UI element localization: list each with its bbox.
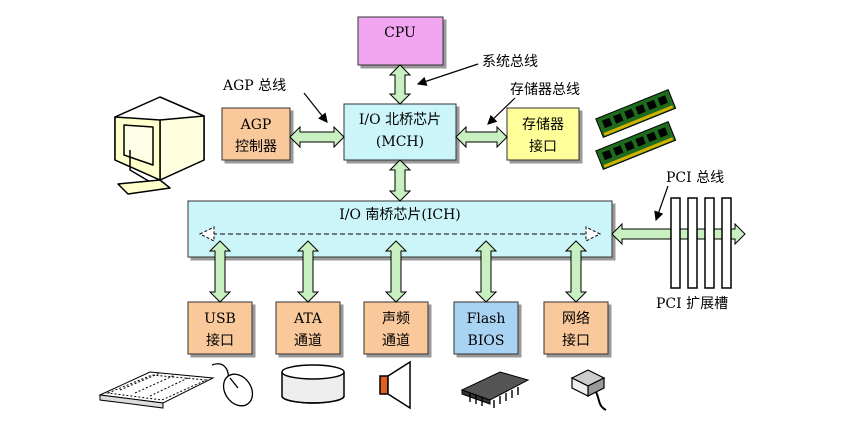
- agp-controller-label: AGP: [240, 117, 272, 133]
- cpu-label: CPU: [384, 25, 416, 41]
- usb-sublabel: 接口: [206, 332, 234, 349]
- north-bridge-box: I/O 北桥芯片 (MCH): [343, 103, 457, 161]
- disk-drive-icon: [281, 364, 345, 404]
- agp-controller-box: AGP 控制器: [221, 107, 291, 161]
- memory-interface-label: 存储器: [522, 117, 564, 133]
- audio-label: 声频: [382, 311, 410, 327]
- system-bus-label: 系统总线: [482, 54, 538, 70]
- pci-slots: [670, 197, 732, 289]
- flash-bios-sublabel: BIOS: [468, 333, 505, 349]
- memory-bus-label: 存储器总线: [510, 82, 580, 98]
- memory-interface-box: 存储器 接口: [506, 107, 580, 161]
- memory-module-icon: [595, 88, 677, 171]
- ata-box: ATA 通道: [275, 301, 341, 355]
- network-connector-icon: [570, 369, 607, 411]
- network-box: 网络 接口: [543, 301, 609, 355]
- agp-bus-label: AGP 总线: [222, 78, 286, 94]
- ich-bios-arrow: [474, 240, 498, 303]
- mch-ich-arrow: [388, 159, 412, 202]
- south-bridge-box: I/O 南桥芯片(ICH): [187, 200, 613, 258]
- pci-slot: [721, 197, 732, 289]
- pci-slot: [670, 197, 681, 289]
- audio-box: 声频 通道: [363, 301, 429, 355]
- ich-audio-arrow: [384, 240, 408, 303]
- network-label: 网络: [562, 311, 590, 327]
- mch-memory-arrow: [455, 125, 508, 149]
- memory-interface-sublabel: 接口: [529, 138, 557, 155]
- mouse-icon: [211, 363, 254, 407]
- pci-slot: [704, 197, 715, 289]
- agp-controller-sublabel: 控制器: [235, 139, 277, 155]
- cpu-mch-arrow: [388, 64, 412, 105]
- chip-icon: [460, 371, 530, 408]
- agp-mch-arrow: [289, 125, 345, 149]
- speaker-icon: [379, 360, 411, 410]
- monitor-icon: [114, 96, 205, 195]
- usb-box: USB 接口: [187, 301, 253, 355]
- north-bridge-label: I/O 北桥芯片: [359, 112, 441, 128]
- network-sublabel: 接口: [562, 332, 590, 349]
- ata-sublabel: 通道: [294, 333, 322, 349]
- pci-bus-label: PCI 总线: [666, 170, 724, 186]
- keyboard-icon: [98, 371, 215, 409]
- usb-label: USB: [204, 311, 236, 327]
- audio-sublabel: 通道: [382, 333, 410, 349]
- flash-bios-label: Flash: [467, 311, 506, 327]
- pci-slots-label: PCI 扩展槽: [656, 296, 728, 312]
- flash-bios-box: Flash BIOS: [453, 301, 519, 355]
- ich-usb-arrow: [208, 240, 232, 303]
- north-bridge-sublabel: (MCH): [376, 134, 424, 150]
- ata-label: ATA: [293, 311, 323, 327]
- south-bridge-label: I/O 南桥芯片(ICH): [339, 207, 461, 223]
- pci-slot: [687, 197, 698, 289]
- cpu-box: CPU: [357, 16, 444, 66]
- ich-network-arrow: [564, 240, 588, 303]
- ich-ata-arrow: [296, 240, 320, 303]
